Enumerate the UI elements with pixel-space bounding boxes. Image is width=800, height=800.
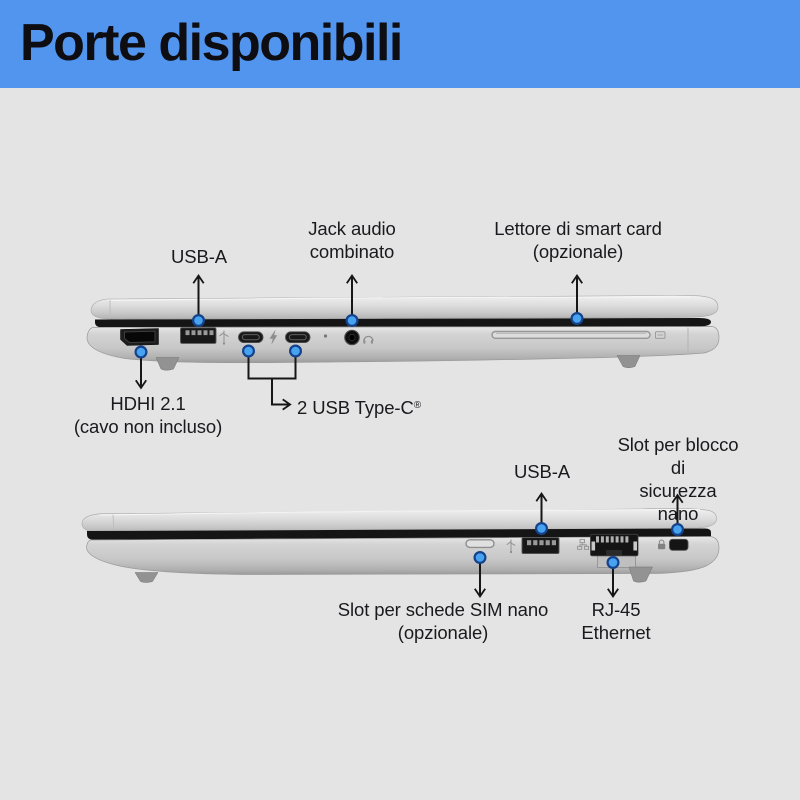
rubber-foot <box>155 357 180 371</box>
label-usb-c-text: 2 USB Type-C <box>297 397 414 418</box>
label-audio-jack: Jack audio combinato <box>308 218 396 262</box>
port-marker-usb-a <box>192 314 206 328</box>
laptop-top-hinge-gap <box>95 317 711 327</box>
lock-icon <box>658 539 666 550</box>
label-security-slot: Slot per blocco di sicurezza nano <box>617 434 739 524</box>
callout-arrows-top <box>135 274 583 411</box>
port-marker-usb-c-2 <box>289 344 303 358</box>
usb-a-pins <box>527 540 556 546</box>
usb-icon <box>506 539 516 554</box>
port-marker-hdmi <box>134 345 148 359</box>
smart-card-icon <box>655 331 666 339</box>
arrowhead-up <box>192 274 205 284</box>
port-marker-usb-c-1 <box>242 344 256 358</box>
arrowhead-right <box>282 398 292 411</box>
smart-card-slot <box>491 330 651 340</box>
rubber-foot <box>616 355 641 368</box>
arrowhead-up <box>346 274 358 284</box>
laptop-top-lid <box>90 295 719 320</box>
ethernet-icon <box>577 539 590 550</box>
lid-highlight <box>107 296 691 302</box>
lid-seam <box>112 514 115 533</box>
arrowhead-up <box>671 493 684 504</box>
laptop-top-illustration <box>86 274 720 411</box>
port-markers-bottom <box>473 521 684 569</box>
rubber-foot <box>628 566 653 583</box>
mic-hole <box>323 334 328 338</box>
label-smart-card: Lettore di smart card (opzionale) <box>494 218 662 262</box>
usb-a-port-top <box>180 327 217 344</box>
label-sim-slot: Slot per schede SIM nano (opzionale) <box>337 599 549 643</box>
header-banner: Porte disponibili <box>0 0 800 88</box>
usb-a-port-bottom <box>521 537 560 555</box>
rj45-clip <box>606 550 622 556</box>
arrowhead-down <box>474 588 486 598</box>
laptop-bottom-hinge-gap <box>87 528 711 540</box>
hdmi-port-inner <box>124 330 156 344</box>
usb-c-port-2-inner <box>288 334 307 341</box>
arrowhead-up <box>571 274 583 284</box>
arrowhead-up <box>535 492 548 502</box>
port-marker-smart-card <box>570 312 584 326</box>
headset-icon <box>363 335 374 344</box>
port-marker-sim <box>473 550 487 564</box>
sim-slot <box>465 539 495 549</box>
rj45-side-tab <box>633 541 637 551</box>
rj45-side-tab <box>591 541 596 551</box>
usb-icon <box>219 330 229 345</box>
page-title: Porte disponibili <box>20 14 403 72</box>
lid-highlight <box>99 508 701 516</box>
rubber-foot <box>134 572 159 583</box>
label-rj45: RJ-45 Ethernet <box>581 599 651 643</box>
port-marker-audio-jack <box>345 314 359 328</box>
callout-arrows-bottom <box>474 492 684 598</box>
laptop-bottom-illustration <box>81 492 720 598</box>
port-marker-rj45 <box>606 555 620 569</box>
usb-a-pins <box>185 330 214 336</box>
laptop-bottom-base <box>86 536 720 575</box>
security-lock-slot <box>669 538 689 551</box>
arrowhead-down <box>607 588 619 598</box>
usb-c-port-1-inner <box>241 334 260 341</box>
label-usb-a-bottom: USB-A <box>513 461 571 482</box>
port-marker-usb-a <box>534 521 548 535</box>
registered-mark: ® <box>413 400 422 411</box>
port-markers-top <box>134 312 584 359</box>
thunderbolt-icon <box>269 329 278 345</box>
label-usb-a-top: USB-A <box>170 246 228 267</box>
audio-jack-hole <box>348 333 356 342</box>
rj45-pins <box>596 536 629 543</box>
arrowhead-down <box>135 379 147 390</box>
label-hdmi: HDHI 2.1 (cavo non incluso) <box>73 393 223 437</box>
port-marker-security-slot <box>670 522 684 536</box>
label-usb-c: 2 USB Type-C® <box>297 394 421 419</box>
